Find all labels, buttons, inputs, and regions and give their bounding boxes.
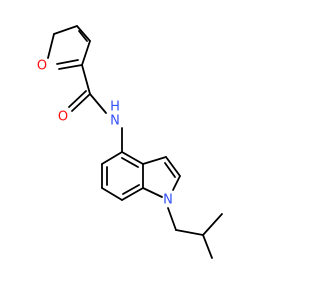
bond-c2-n1: [172, 175, 181, 191]
bond-c3a-c4: [121, 151, 144, 165]
bond-c3a-c3: [142, 156, 167, 165]
amide-linkage: [68, 64, 123, 153]
bond-c4-c5-benz: [101, 151, 123, 165]
bond-c3-c2: [165, 156, 181, 177]
bond-o1-c2: [47, 33, 55, 59]
atom-amide-h: H: [110, 100, 120, 115]
bond-c5-o1: [58, 64, 83, 70]
benzene-ring: [101, 151, 144, 201]
bond-carbonyl-o-double: [68, 90, 87, 108]
bond-c7-c7a-double: [122, 184, 140, 195]
bond-c3-c4: [76, 25, 91, 42]
bond-c3a-c4-double: [121, 157, 139, 168]
bond-c6-c7-benz: [101, 187, 123, 201]
bond-c7-c7a: [121, 187, 144, 201]
bond-ch2-ch: [175, 229, 204, 236]
furan-ring: [47, 25, 91, 70]
atom-furan-o: O: [37, 59, 47, 74]
bond-ch-ch3-a: [202, 234, 213, 259]
bond-c3-c4-double: [78, 30, 88, 42]
bond-ch-ch3-b: [202, 213, 223, 236]
molecule-svg: O O N H N: [37, 25, 223, 259]
bond-n1-c7a: [142, 187, 163, 198]
bond-c4-c5: [81, 40, 91, 66]
bond-c3-c2-double: [164, 162, 176, 178]
atom-amide-n: N: [110, 114, 120, 129]
bond-carbonyl-o: [71, 93, 91, 112]
pyrrole-ring: [142, 156, 181, 198]
bond-furan-carbonyl: [81, 64, 91, 95]
bond-carbonyl-n: [89, 93, 107, 114]
atom-carbonyl-o: O: [58, 110, 68, 125]
bond-n1-ch2: [167, 207, 177, 231]
isobutyl-chain: [167, 207, 223, 259]
bond-c5-o1-double: [56, 59, 79, 65]
bond-c2-c3: [53, 25, 78, 35]
molecule-structure: O O N H N: [36, 25, 223, 259]
atom-indole-n: N: [163, 193, 173, 208]
